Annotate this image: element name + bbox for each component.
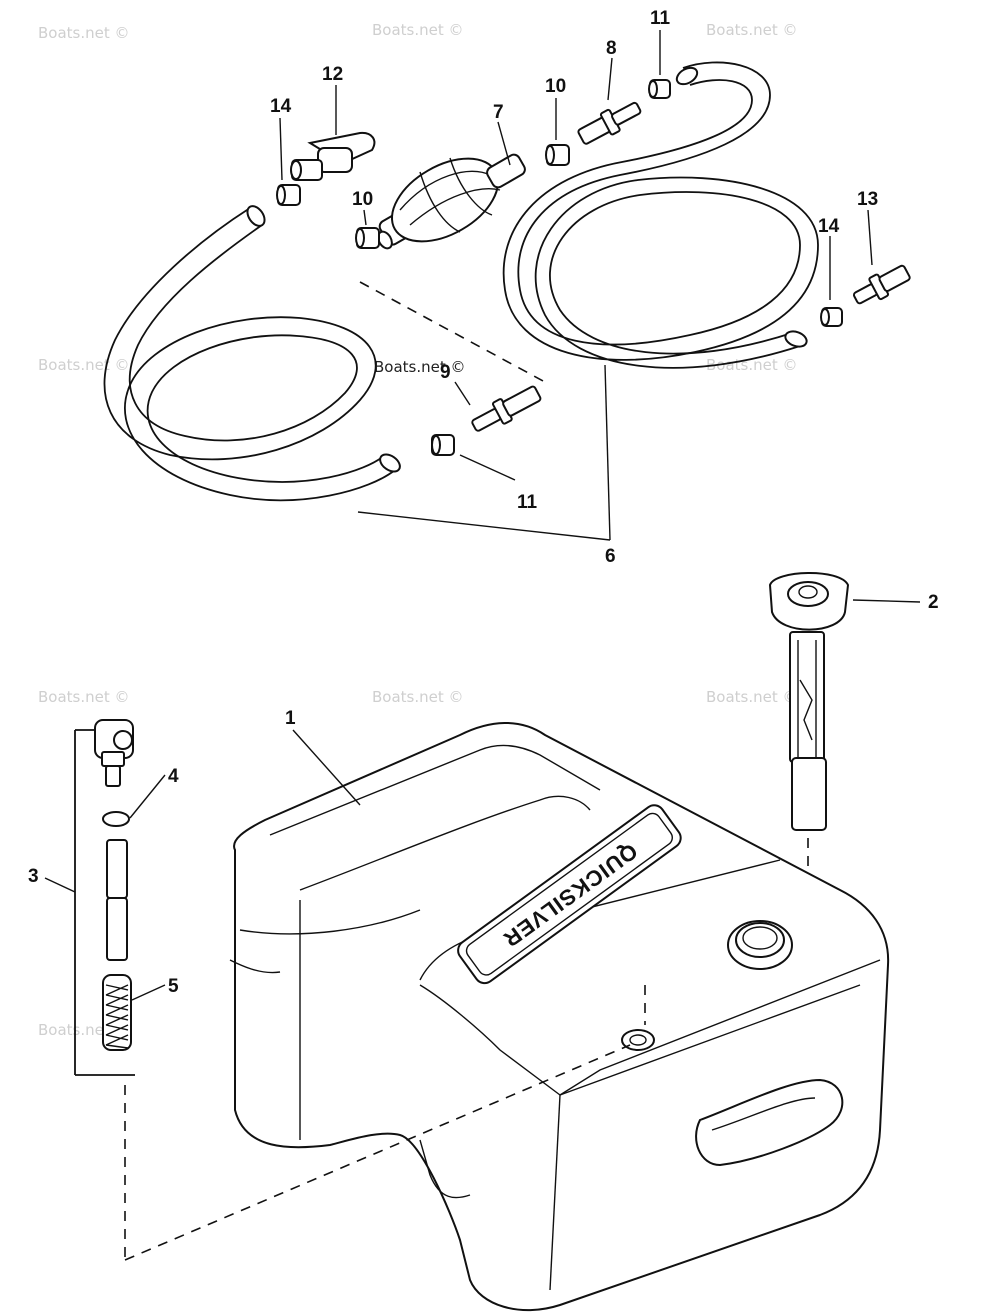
callout-5: 5 bbox=[168, 976, 179, 997]
callout-14-right: 14 bbox=[818, 216, 840, 237]
watermark-text: Boats.net © bbox=[706, 21, 798, 39]
watermark-text: Boats.net © bbox=[38, 24, 130, 42]
watermark-text: Boats.net © bbox=[372, 21, 464, 39]
callout-14-left: 14 bbox=[270, 96, 292, 117]
watermark-text: Boats.net © bbox=[706, 688, 798, 706]
watermark-text: Boats.net © bbox=[38, 356, 130, 374]
watermark-text: Boats.net © bbox=[38, 688, 130, 706]
tank-handle[interactable] bbox=[695, 1078, 844, 1167]
fuel-hose-right[interactable] bbox=[502, 61, 819, 369]
callout-8: 8 bbox=[606, 38, 617, 59]
watermark-text: Boats.net © bbox=[372, 688, 464, 706]
hose-clamp-14-right[interactable] bbox=[820, 307, 843, 327]
hose-clamp-11-lower[interactable] bbox=[431, 434, 455, 456]
fuel-fitting-13[interactable] bbox=[850, 261, 912, 309]
filler-cap[interactable] bbox=[727, 920, 793, 970]
callout-9: 9 bbox=[440, 362, 451, 383]
fuel-pickup-assembly[interactable] bbox=[74, 719, 135, 1260]
callout-11-lower: 11 bbox=[517, 492, 538, 513]
fuel-hose-left[interactable] bbox=[103, 203, 403, 502]
leader-lines bbox=[44, 30, 921, 1001]
fuel-fitting-8[interactable] bbox=[576, 97, 645, 149]
callout-1: 1 bbox=[285, 708, 296, 729]
callout-7: 7 bbox=[493, 102, 504, 123]
callout-12: 12 bbox=[322, 64, 343, 85]
engine-connector-12[interactable] bbox=[290, 131, 376, 181]
fuel-fitting-9[interactable] bbox=[468, 382, 543, 437]
hose-clamp-11-upper[interactable] bbox=[648, 79, 671, 99]
callout-10-upper: 10 bbox=[545, 76, 566, 97]
callout-11-upper: 11 bbox=[650, 8, 671, 29]
callout-4: 4 bbox=[168, 766, 179, 787]
callout-6: 6 bbox=[605, 546, 616, 567]
watermark-text: Boats.net © bbox=[374, 358, 466, 376]
callout-2: 2 bbox=[928, 592, 939, 613]
hose-clamp-14-left[interactable] bbox=[276, 184, 301, 206]
watermark-text: Boats.net © bbox=[706, 356, 798, 374]
callout-3: 3 bbox=[28, 866, 39, 887]
hose-clamp-10-lower[interactable] bbox=[355, 227, 380, 249]
assembly-guide-line bbox=[124, 1044, 631, 1261]
hose-clamp-10-upper[interactable] bbox=[545, 144, 570, 166]
fuel-tank[interactable]: QUICKSILVER bbox=[229, 722, 890, 1312]
callout-10-lower: 10 bbox=[352, 189, 373, 210]
o-ring[interactable] bbox=[102, 811, 130, 827]
callout-13: 13 bbox=[857, 189, 878, 210]
fuel-gauge[interactable] bbox=[768, 572, 850, 890]
primer-bulb[interactable] bbox=[375, 142, 527, 259]
callout-labels: 1 2 3 4 5 6 7 8 9 10 10 11 11 12 13 14 1… bbox=[28, 8, 939, 997]
